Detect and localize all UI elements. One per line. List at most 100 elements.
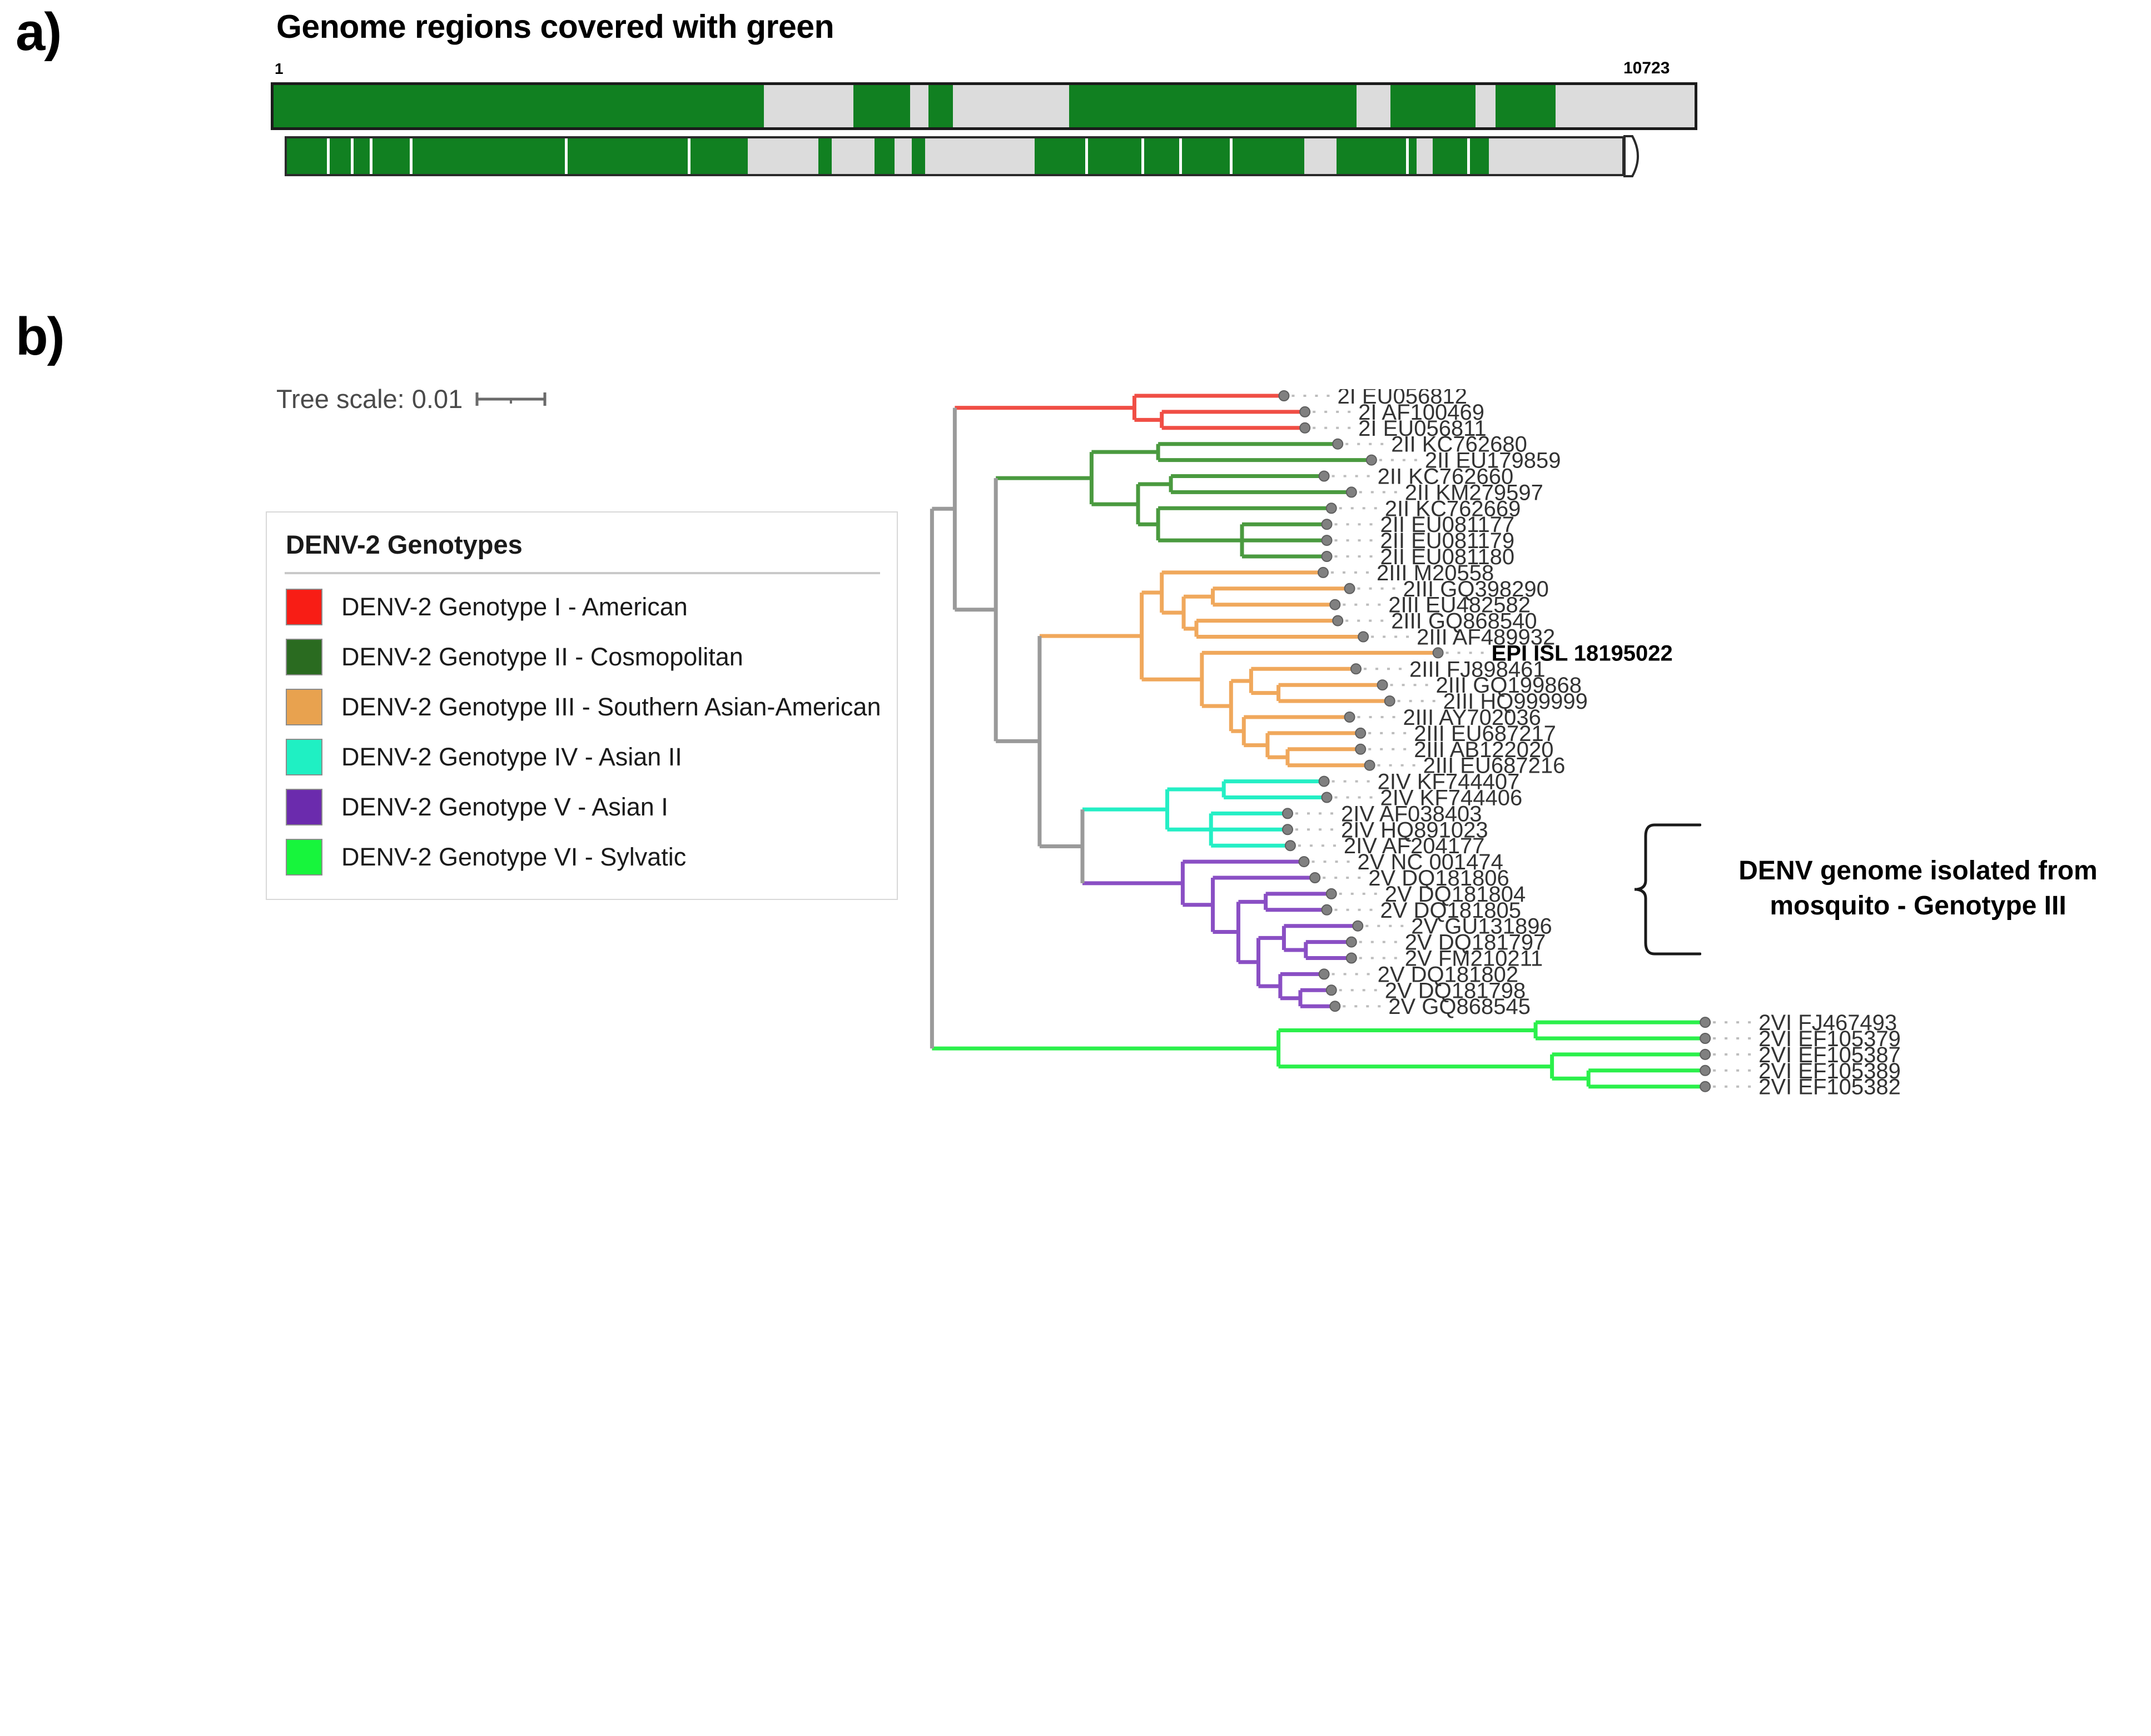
tree-leaf-label[interactable]: 2III EU482582 bbox=[1388, 593, 1531, 618]
tree-leaf-label[interactable]: EPI ISL 18195022 bbox=[1492, 641, 1673, 665]
tree-leaf-node[interactable] bbox=[1384, 695, 1395, 707]
tree-leaf-node[interactable] bbox=[1700, 1017, 1711, 1028]
legend-item-genotype-6[interactable]: DENV-2 Genotype VI - Sylvatic bbox=[284, 832, 880, 882]
tree-leaf-node[interactable] bbox=[1325, 984, 1337, 996]
tree-leaf-label[interactable]: 2III AY702036 bbox=[1403, 705, 1541, 730]
tree-leaf-node[interactable] bbox=[1278, 390, 1290, 401]
annotation-line-2: mosquito - Genotype III bbox=[1770, 891, 2066, 921]
tree-leaf-node[interactable] bbox=[1344, 583, 1355, 594]
tree-leaf-node[interactable] bbox=[1325, 503, 1337, 514]
tree-leaf-node[interactable] bbox=[1365, 454, 1377, 466]
tree-leaf-label[interactable]: 2VI EF105379 bbox=[1758, 1027, 1901, 1051]
genome-track-arrow-tip bbox=[1623, 135, 1639, 177]
tree-leaf-label[interactable]: 2IV KF744406 bbox=[1380, 786, 1523, 810]
tree-leaf-label[interactable]: 2III EU687217 bbox=[1414, 722, 1556, 746]
legend-item-genotype-3[interactable]: DENV-2 Genotype III - Southern Asian-Ame… bbox=[284, 682, 881, 732]
tree-leaf-node[interactable] bbox=[1317, 566, 1329, 578]
tree-leaf-label[interactable]: 2II EU081179 bbox=[1380, 529, 1515, 553]
tree-leaf-node[interactable] bbox=[1345, 936, 1357, 948]
tree-leaf-label[interactable]: 2III GQ398290 bbox=[1403, 577, 1549, 601]
tree-leaf-label[interactable]: 2III EU687216 bbox=[1423, 754, 1566, 778]
tree-leaf-label[interactable]: 2V DQ181798 bbox=[1385, 978, 1526, 1003]
tree-leaf-label[interactable]: 2IV AF038403 bbox=[1341, 802, 1482, 826]
tree-leaf-label[interactable]: 2IV AF204177 bbox=[1344, 834, 1485, 858]
tree-leaf-node[interactable] bbox=[1299, 406, 1311, 417]
tree-leaf-label[interactable]: 2V DQ181806 bbox=[1368, 866, 1509, 891]
tree-leaf-node[interactable] bbox=[1355, 743, 1367, 755]
tree-leaf-node[interactable] bbox=[1321, 792, 1333, 803]
tree-leaf-node[interactable] bbox=[1321, 551, 1333, 562]
tree-leaf-node[interactable] bbox=[1700, 1081, 1711, 1092]
tree-leaf-label[interactable]: 2II KC762680 bbox=[1391, 432, 1527, 457]
tree-leaf-label[interactable]: 2III AF489932 bbox=[1417, 625, 1555, 650]
tree-leaf-node[interactable] bbox=[1318, 775, 1330, 787]
tree-leaf-label[interactable]: 2III AB122020 bbox=[1414, 738, 1553, 762]
tree-leaf-node[interactable] bbox=[1700, 1033, 1711, 1044]
tree-leaf-node[interactable] bbox=[1700, 1048, 1711, 1060]
tree-leaf-node[interactable] bbox=[1282, 808, 1293, 819]
tree-leaf-label[interactable]: 2VI EF105387 bbox=[1758, 1043, 1901, 1067]
tree-leaf-label[interactable]: 2V NC 001474 bbox=[1358, 850, 1503, 874]
tree-leaf-label[interactable]: 2V DQ181802 bbox=[1378, 962, 1519, 987]
tree-leaf-node[interactable] bbox=[1332, 438, 1344, 450]
tree-leaf-label[interactable]: 2II KC762669 bbox=[1385, 496, 1521, 521]
tree-leaf-node[interactable] bbox=[1344, 712, 1355, 723]
tree-leaf-node[interactable] bbox=[1432, 647, 1444, 659]
tree-leaf-node[interactable] bbox=[1352, 920, 1364, 932]
tree-leaf-label[interactable]: 2I EU056811 bbox=[1358, 416, 1487, 441]
tree-leaf-node[interactable] bbox=[1355, 727, 1367, 739]
tree-leaf-node[interactable] bbox=[1325, 888, 1337, 899]
tree-leaf-node[interactable] bbox=[1284, 840, 1296, 852]
tree-leaf-node[interactable] bbox=[1321, 519, 1333, 530]
genome-segment-divider bbox=[1229, 138, 1233, 174]
tree-leaf-node[interactable] bbox=[1329, 599, 1341, 610]
tree-leaf-label[interactable]: 2VI FJ467493 bbox=[1758, 1011, 1897, 1035]
tree-leaf-node[interactable] bbox=[1329, 1001, 1341, 1012]
legend-item-genotype-4[interactable]: DENV-2 Genotype IV - Asian II bbox=[284, 732, 880, 782]
tree-leaf-node[interactable] bbox=[1321, 904, 1333, 916]
tree-leaf-label[interactable]: 2V DQ181805 bbox=[1380, 898, 1522, 923]
tree-leaf-label[interactable]: 2II EU179859 bbox=[1425, 449, 1561, 473]
tree-leaf-label[interactable]: 2I AF100469 bbox=[1358, 400, 1484, 425]
tree-leaf-node[interactable] bbox=[1318, 470, 1330, 482]
tree-leaf-node[interactable] bbox=[1318, 968, 1330, 980]
legend-item-genotype-1[interactable]: DENV-2 Genotype I - American bbox=[284, 582, 880, 632]
tree-leaf-label[interactable]: 2III FJ898461 bbox=[1409, 657, 1546, 682]
tree-leaf-node[interactable] bbox=[1332, 615, 1344, 626]
genome-segment-covered bbox=[274, 85, 764, 127]
legend-item-genotype-5[interactable]: DENV-2 Genotype V - Asian I bbox=[284, 782, 880, 832]
tree-leaf-node[interactable] bbox=[1299, 422, 1311, 434]
tree-leaf-label[interactable]: 2V FM210211 bbox=[1405, 947, 1543, 971]
tree-leaf-node[interactable] bbox=[1377, 679, 1388, 691]
tree-leaf-label[interactable]: 2IV KF744407 bbox=[1378, 770, 1520, 794]
legend-color-swatch bbox=[286, 789, 322, 825]
tree-leaf-node[interactable] bbox=[1309, 872, 1321, 883]
tree-leaf-label[interactable]: 2VI EF105382 bbox=[1758, 1075, 1901, 1100]
tree-leaf-label[interactable]: 2II EU081177 bbox=[1380, 513, 1515, 537]
tree-leaf-node[interactable] bbox=[1350, 663, 1362, 675]
tree-leaf-label[interactable]: 2I EU056812 bbox=[1337, 389, 1467, 409]
tree-leaf-label[interactable]: 2II KC762660 bbox=[1378, 465, 1514, 489]
tree-leaf-node[interactable] bbox=[1700, 1065, 1711, 1076]
legend-item-genotype-2[interactable]: DENV-2 Genotype II - Cosmopolitan bbox=[284, 632, 880, 682]
tree-leaf-node[interactable] bbox=[1298, 856, 1310, 868]
tree-leaf-label[interactable]: 2III HQ999999 bbox=[1443, 689, 1588, 714]
tree-leaf-label[interactable]: 2III GQ199868 bbox=[1436, 673, 1582, 698]
tree-leaf-label[interactable]: 2VI EF105389 bbox=[1758, 1059, 1901, 1083]
tree-leaf-node[interactable] bbox=[1345, 952, 1357, 964]
tree-leaf-label[interactable]: 2III M20558 bbox=[1377, 561, 1494, 585]
tree-leaf-label[interactable]: 2II EU081180 bbox=[1380, 545, 1515, 569]
tree-leaf-label[interactable]: 2III GQ868540 bbox=[1391, 609, 1537, 634]
tree-leaf-node[interactable] bbox=[1364, 759, 1375, 771]
tree-leaf-label[interactable]: 2V DQ181804 bbox=[1385, 882, 1526, 907]
tree-leaf-label[interactable]: 2V GQ868545 bbox=[1388, 994, 1531, 1019]
tree-leaf-label[interactable]: 2IV HQ891023 bbox=[1341, 818, 1488, 842]
annotation-text: DENV genome isolated from mosquito - Gen… bbox=[1696, 853, 2140, 924]
tree-leaf-node[interactable] bbox=[1321, 535, 1333, 546]
tree-leaf-node[interactable] bbox=[1358, 631, 1369, 643]
tree-leaf-node[interactable] bbox=[1282, 824, 1293, 835]
tree-leaf-label[interactable]: 2V DQ181797 bbox=[1405, 931, 1546, 955]
tree-leaf-node[interactable] bbox=[1345, 486, 1357, 498]
tree-leaf-label[interactable]: 2V GU131896 bbox=[1411, 914, 1552, 939]
tree-leaf-label[interactable]: 2II KM279597 bbox=[1405, 480, 1543, 505]
